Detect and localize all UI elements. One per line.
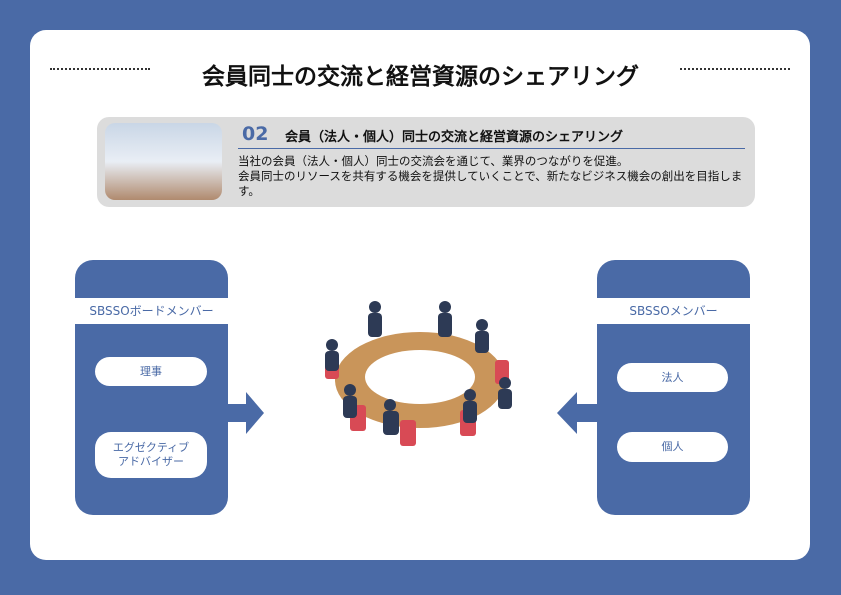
description: 当社の会員（法人・個人）同士の交流会を通じて、業界のつながりを促進。 会員同士の… [238, 154, 748, 199]
meeting-illustration [325, 301, 512, 446]
pill-director: 理事 [95, 357, 207, 386]
divider [238, 148, 745, 149]
section-number: 02 [242, 123, 269, 145]
section-subtitle: 会員（法人・個人）同士の交流と経営資源のシェアリング [285, 130, 624, 145]
board-members-card: SBSSOボードメンバー 理事 エグゼクティブ アドバイザー [75, 260, 228, 515]
pill-executive-advisor: エグゼクティブ アドバイザー [95, 432, 207, 478]
divider-right [680, 68, 790, 70]
card-header: SBSSOメンバー [597, 298, 750, 324]
card-header: SBSSOボードメンバー [75, 298, 228, 324]
desc-line: 会員同士のリソースを共有する機会を提供していくことで、新たなビジネス機会の創出を… [238, 169, 743, 198]
desc-line: 当社の会員（法人・個人）同士の交流会を通じて、業界のつながりを促進。 [238, 154, 629, 168]
arrow-left-icon [557, 392, 597, 434]
page-title: 会員同士の交流と経営資源のシェアリング [202, 64, 639, 90]
members-card: SBSSOメンバー 法人 個人 [597, 260, 750, 515]
hands-idea-image [105, 123, 222, 200]
info-box: 02 会員（法人・個人）同士の交流と経営資源のシェアリング 当社の会員（法人・個… [97, 117, 755, 207]
divider-left [50, 68, 150, 70]
pill-individual: 個人 [617, 432, 728, 462]
pill-corporate: 法人 [617, 363, 728, 392]
arrow-right-icon [228, 392, 264, 434]
